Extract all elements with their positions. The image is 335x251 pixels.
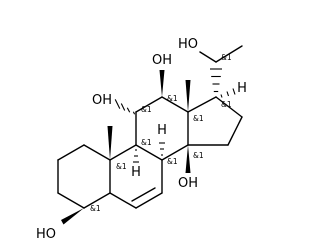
label-oh-c3: HO bbox=[36, 227, 56, 242]
stereo-mark-c8: &1 bbox=[167, 157, 178, 166]
ring-c bbox=[135, 96, 189, 161]
stereo-mark-c20: &1 bbox=[221, 53, 232, 62]
label-h-c17: H bbox=[237, 81, 247, 96]
stereo-mark-c17: &1 bbox=[221, 100, 232, 109]
stereo-mark-c11: &1 bbox=[141, 105, 152, 114]
stereo-mark-c13: &1 bbox=[193, 114, 204, 123]
stereo-mark-c9: &1 bbox=[141, 138, 152, 147]
c17-h-hash bbox=[220, 88, 236, 98]
stereo-mark-c10: &1 bbox=[116, 162, 127, 171]
label-oh-c11: OH bbox=[92, 93, 112, 108]
ring-b bbox=[109, 144, 163, 209]
ring-a bbox=[57, 144, 111, 209]
c19-methyl-wedge bbox=[107, 126, 113, 160]
label-oh-c12: OH bbox=[152, 53, 172, 68]
c8-h-hash bbox=[159, 142, 165, 156]
c12-oh-wedge bbox=[159, 70, 165, 97]
c14-oh-wedge bbox=[185, 145, 191, 173]
c17-c20-hash bbox=[210, 68, 222, 93]
c5-c6-double-bond bbox=[131, 187, 156, 202]
c20-oh-bond bbox=[199, 51, 217, 63]
label-oh-c20: HO bbox=[178, 37, 198, 52]
c18-methyl-wedge bbox=[185, 80, 191, 112]
ring-d bbox=[187, 96, 243, 146]
stereo-mark-c3: &1 bbox=[90, 204, 101, 213]
c3-oh-wedge bbox=[61, 208, 84, 225]
c20-c21-bond bbox=[215, 45, 243, 63]
label-h-c8: H bbox=[157, 123, 167, 138]
c11-oh-hash bbox=[114, 99, 136, 115]
label-oh-c14: OH bbox=[178, 176, 198, 191]
stereo-mark-c12: &1 bbox=[167, 94, 178, 103]
label-h-c9: H bbox=[131, 165, 141, 180]
c9-h-hash bbox=[133, 149, 139, 163]
stereo-mark-c14: &1 bbox=[193, 151, 204, 160]
